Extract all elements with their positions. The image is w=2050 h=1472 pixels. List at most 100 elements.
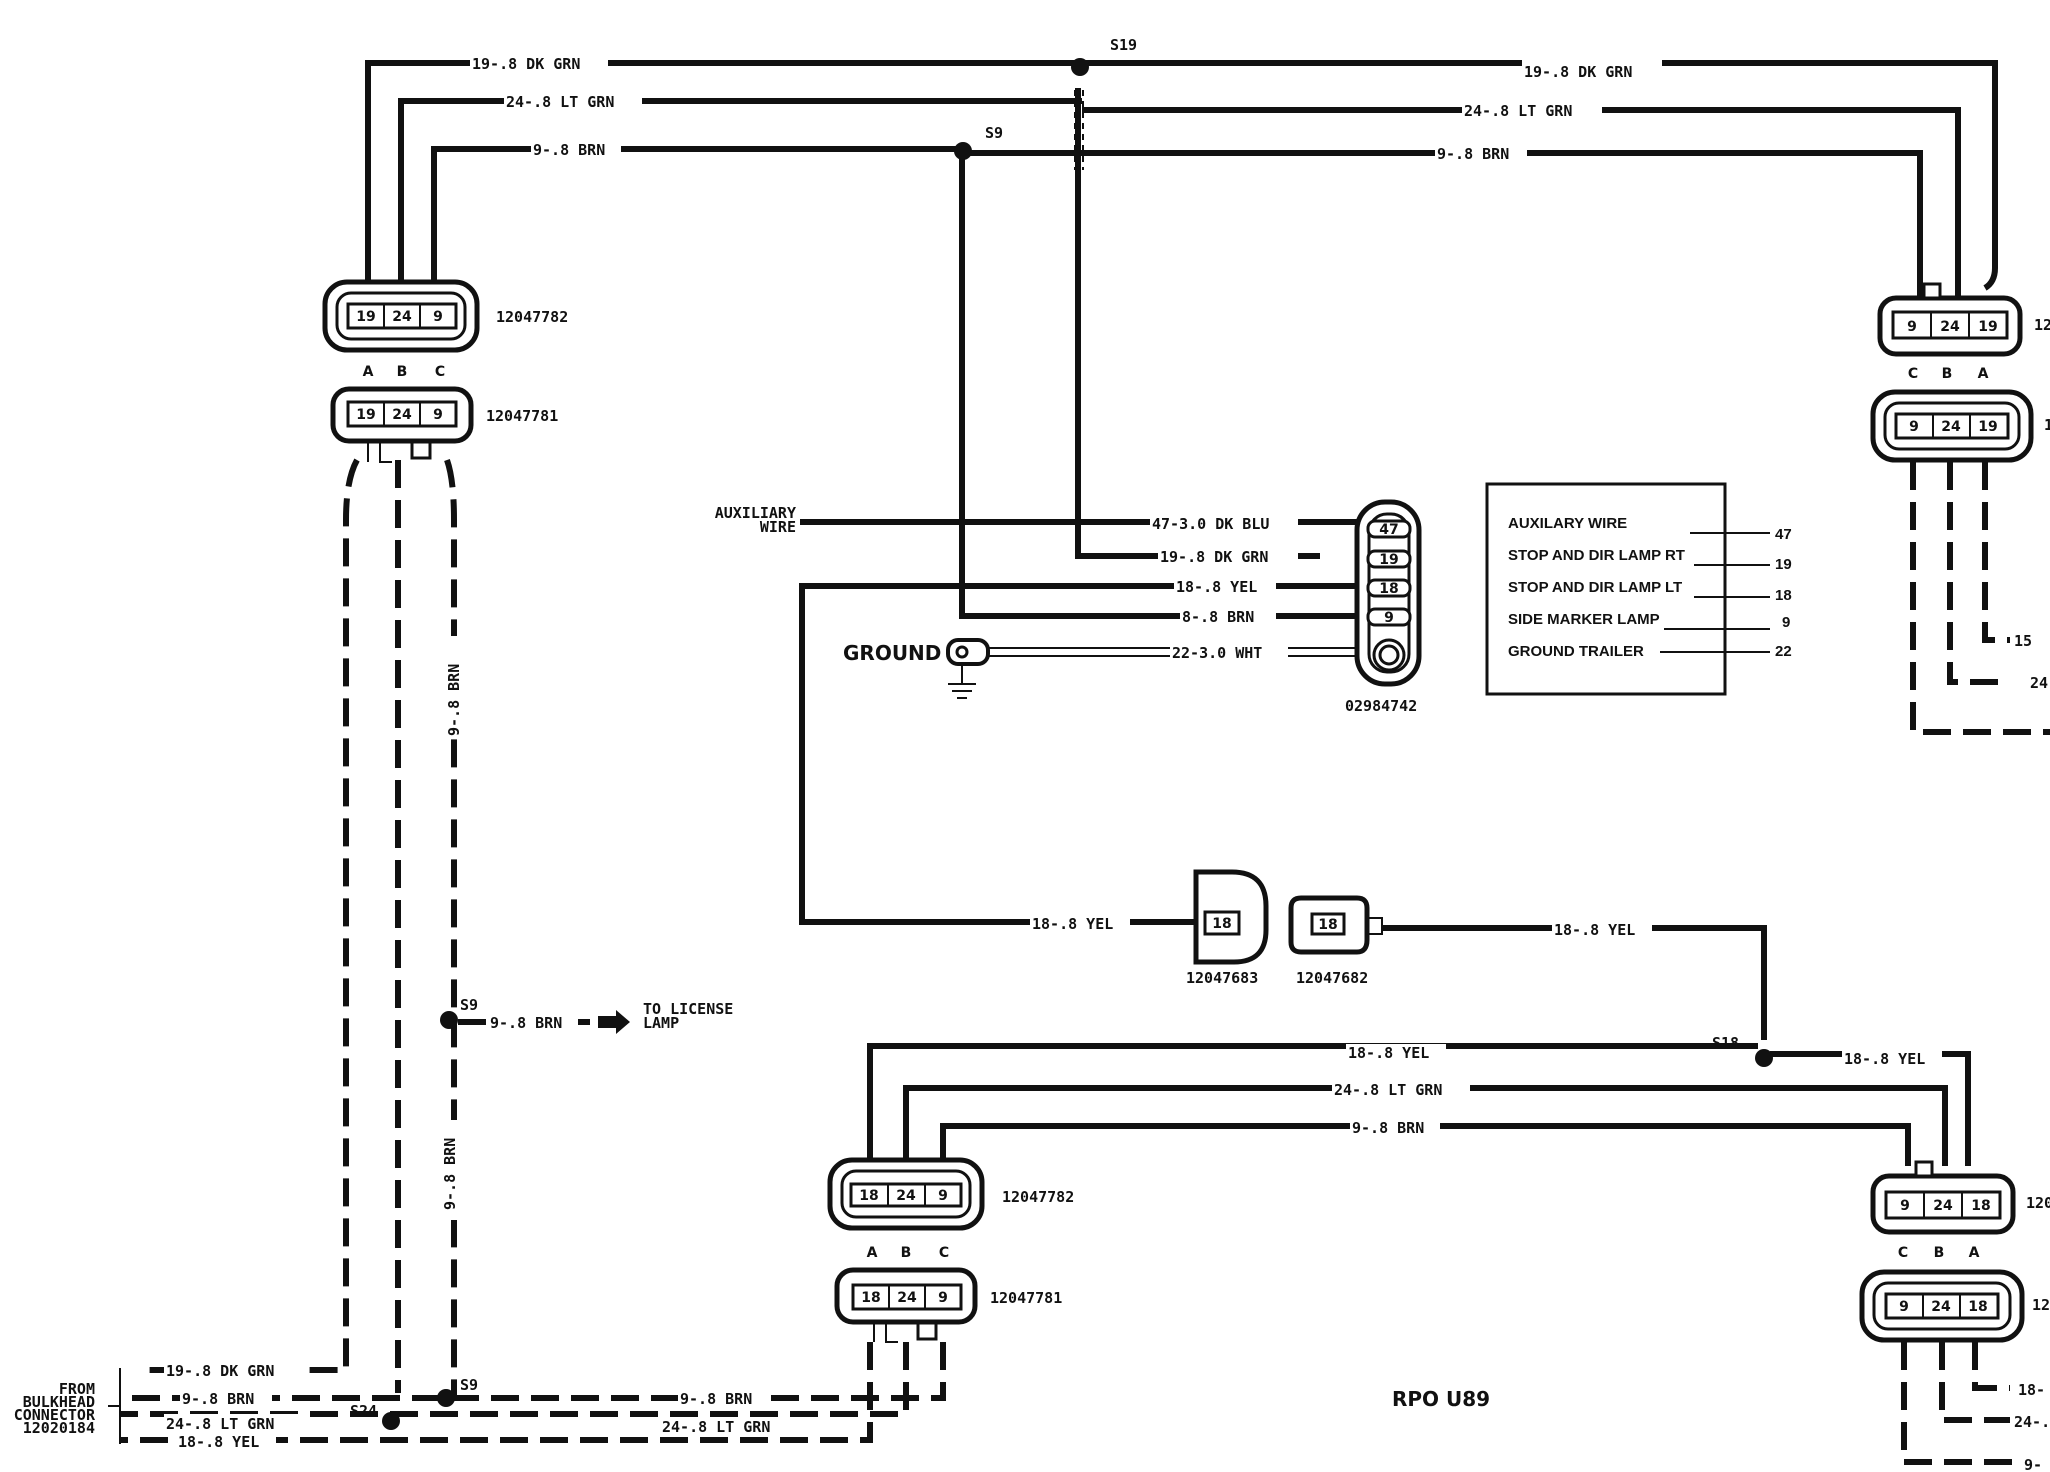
br-f-pin-24: 24 — [1933, 1198, 1953, 1214]
tr-f-pin-9: 9 — [1907, 319, 1917, 335]
wire-label-aux-19: 19-.8 DK GRN — [1160, 548, 1268, 566]
ground-icon — [946, 638, 990, 699]
wire-label-bot-24: 24-.8 LT GRN — [1334, 1081, 1442, 1099]
bottom-right-dashed-stubs — [1901, 1342, 2050, 1465]
auxiliary-label-1: AUXILIARY — [715, 504, 796, 522]
tl-m-pin-19: 19 — [356, 407, 375, 423]
bl-m-part-number: 12047781 — [990, 1289, 1062, 1307]
right-edge-label-4: 24-. — [2014, 1413, 2050, 1431]
yel-loop-wire — [799, 583, 1370, 925]
tl-f-part-number: 12047782 — [496, 308, 568, 326]
trailer-pin-19: 19 — [1379, 552, 1398, 568]
bottom-wires — [867, 1043, 1971, 1170]
bl-letter-a: A — [867, 1245, 878, 1261]
br-f-part-number: 120 — [2026, 1194, 2050, 1212]
bl-m-pin-18: 18 — [861, 1290, 880, 1306]
wire-label-22: 22-3.0 WHT — [1172, 644, 1262, 662]
ground-label: GROUND — [843, 641, 941, 665]
splice-label-s19: S19 — [1110, 36, 1137, 54]
legend-num-2: 18 — [1775, 587, 1792, 604]
legend-num-4: 22 — [1775, 643, 1792, 660]
bh-s9-label-9: 9-.8 BRN — [680, 1390, 752, 1408]
license-label-2: LAMP — [643, 1014, 679, 1032]
top-right-wires — [965, 60, 1998, 320]
vert-label-9-brn-upper: 9-.8 BRN — [445, 664, 463, 736]
splice-s18 — [1755, 1049, 1773, 1067]
inline-left-pin: 18 — [1212, 916, 1231, 932]
wire-label-mid-18-left: 18-.8 YEL — [1032, 915, 1113, 933]
wire-label-bot-18-right: 18-.8 YEL — [1844, 1050, 1925, 1068]
right-edge-label-2: 24 — [2030, 674, 2048, 692]
tr-f-pin-24: 24 — [1940, 319, 1960, 335]
bh-label-24: 24-.8 LT GRN — [166, 1415, 274, 1433]
s19-drop-wire — [1075, 88, 1320, 559]
pin-legend: AUXILARY WIRE STOP AND DIR LAMP RT STOP … — [1485, 482, 1792, 696]
legend-name-4: GROUND TRAILER — [1508, 643, 1644, 660]
splice-s9-bottom — [437, 1389, 455, 1407]
license-wire-label: 9-.8 BRN — [490, 1014, 562, 1032]
tr-m-pin-19: 19 — [1978, 419, 1997, 435]
wire-label-19-dkgrn-tl: 19-.8 DK GRN — [472, 55, 580, 73]
bl-letter-b: B — [901, 1245, 912, 1261]
tl-letter-c: C — [435, 364, 445, 380]
legend-num-0: 47 — [1775, 526, 1792, 543]
connector-bottom-right-female: 9 24 18 — [1870, 1160, 2016, 1235]
wire-label-bot-18-left: 18-.8 YEL — [1348, 1044, 1429, 1062]
connector-top-left-male: 19 24 9 — [330, 386, 474, 463]
inline-left-part: 12047683 — [1186, 969, 1258, 987]
legend-name-1: STOP AND DIR LAMP RT — [1508, 547, 1685, 564]
tr-letter-c: C — [1908, 366, 1918, 382]
bl-letter-c: C — [939, 1245, 949, 1261]
splice-label-s9-license: S9 — [460, 996, 478, 1014]
tr-m-part-number: 1 — [2044, 416, 2050, 434]
legend-name-0: AUXILARY WIRE — [1508, 515, 1627, 532]
splice-s19 — [1071, 58, 1089, 76]
tl-m-part-number: 12047781 — [486, 407, 558, 425]
bl-f-pin-24: 24 — [896, 1188, 916, 1204]
bulkhead-label-3: CONNECTOR — [14, 1406, 96, 1424]
bl-m-pin-24: 24 — [897, 1290, 917, 1306]
right-edge-label-5: 9- — [2024, 1456, 2042, 1472]
tr-f-part-number: 12 — [2034, 316, 2050, 334]
wire-label-bot-9: 9-.8 BRN — [1352, 1119, 1424, 1137]
wire-label-mid-18-right: 18-.8 YEL — [1554, 921, 1635, 939]
inline-right-part: 12047682 — [1296, 969, 1368, 987]
tr-letter-a: A — [1978, 366, 1989, 382]
connector-top-right-female: 9 24 19 — [1877, 282, 2023, 357]
wire-label-24-ltgrn-tr: 24-.8 LT GRN — [1464, 102, 1572, 120]
bl-f-pin-9: 9 — [938, 1188, 948, 1204]
trailer-pin-47: 47 — [1379, 522, 1398, 538]
right-edge-label-1: 15 — [2014, 632, 2032, 650]
vert-label-9-brn-lower: 9-.8 BRN — [441, 1138, 459, 1210]
trailer-pin-9: 9 — [1384, 610, 1394, 626]
wire-label-24-ltgrn-tl: 24-.8 LT GRN — [506, 93, 614, 111]
bl-m-pin-9: 9 — [938, 1290, 948, 1306]
license-label-1: TO LICENSE — [643, 1000, 733, 1018]
connector-bottom-right-male: 9 24 18 — [1859, 1269, 2025, 1343]
top-left-wires — [365, 60, 1082, 292]
bh-s24-label-24: 24-.8 LT GRN — [662, 1418, 770, 1436]
splice-label-s24: S24 — [350, 1402, 377, 1420]
tl-f-pin-9: 9 — [433, 309, 443, 325]
bulkhead-label-1: FROM — [59, 1380, 95, 1398]
legend-name-2: STOP AND DIR LAMP LT — [1508, 579, 1682, 596]
arrow-right-icon — [598, 1010, 630, 1034]
tl-m-pin-9: 9 — [433, 407, 443, 423]
br-m-pin-9: 9 — [1899, 1299, 1909, 1315]
trailer-connector: 47 19 18 9 — [1354, 499, 1422, 687]
br-letter-c: C — [1898, 1245, 1908, 1261]
rpo-label: RPO U89 — [1392, 1387, 1490, 1411]
auxiliary-label-2: WIRE — [760, 518, 796, 536]
br-f-pin-18: 18 — [1971, 1198, 1990, 1214]
wire-label-aux-9: 8-.8 BRN — [1182, 608, 1254, 626]
connector-bottom-left-female: 18 24 9 — [827, 1157, 985, 1231]
splice-label-s9-bottom: S9 — [460, 1376, 478, 1394]
bulkhead-dashed-runs — [108, 1342, 946, 1444]
tr-m-pin-9: 9 — [1909, 419, 1919, 435]
inline-connector-left: 18 — [1193, 869, 1269, 965]
br-m-part-number: 12 — [2032, 1296, 2050, 1314]
tr-f-pin-19: 19 — [1978, 319, 1997, 335]
bh-label-19: 19-.8 DK GRN — [166, 1362, 274, 1380]
wire-label-aux-18: 18-.8 YEL — [1176, 578, 1257, 596]
